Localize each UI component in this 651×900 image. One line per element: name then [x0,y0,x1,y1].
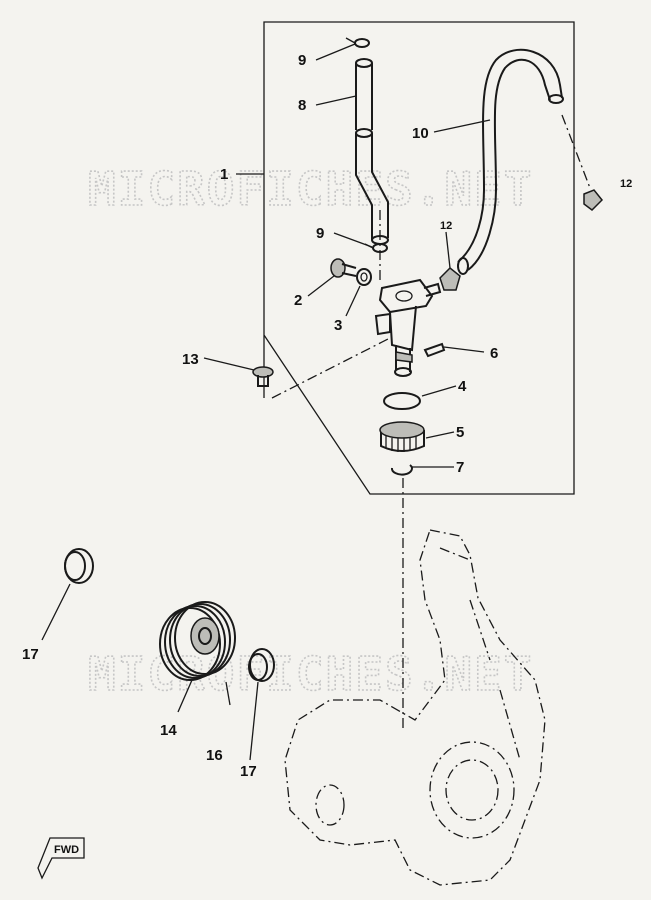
leader-4 [421,385,457,397]
callout-14: 14 [160,722,177,739]
leader-13 [203,357,255,371]
leader-17-left [41,583,71,641]
leader-9-bottom [333,232,373,248]
assembly-line-bolt13 [271,337,391,399]
drive-gear-14 [159,601,236,681]
crankcase-cover [284,529,546,886]
callout-12-center: 12 [440,220,452,232]
leader-2 [307,275,335,297]
leader-6 [443,346,485,353]
callout-17-left: 17 [22,646,39,663]
clip-9-top [345,37,370,48]
callout-9-bottom: 9 [316,225,324,242]
cap-12-right [583,189,604,211]
circlip-7 [390,464,413,476]
callout-5: 5 [456,424,464,441]
bolt-2 [330,258,357,278]
callout-17-right: 17 [240,763,257,780]
hose-10 [457,48,564,275]
leader-8 [315,95,357,106]
callout-7: 7 [456,459,464,476]
leader-12-center [445,231,451,269]
callout-16: 16 [206,747,223,764]
gear-5 [379,421,425,452]
callout-1: 1 [220,166,228,183]
callout-9-top: 9 [298,52,306,69]
callout-8: 8 [298,97,306,114]
leader-10 [433,119,491,133]
hose-8 [355,58,389,245]
callout-6: 6 [490,345,498,362]
pin-16 [225,681,231,706]
leader-3 [345,285,361,317]
callout-13: 13 [182,351,199,368]
oil-seal-17-left [64,548,94,584]
callout-12-right: 12 [620,178,632,190]
callout-10: 10 [412,125,429,142]
leader-9-top [315,43,356,61]
washer-3 [356,268,372,286]
callout-4: 4 [458,378,467,395]
leader-5 [425,431,455,439]
callout-2: 2 [294,292,302,309]
callout-3: 3 [334,317,342,334]
fwd-marker: FWD [37,837,85,880]
o-ring-4 [383,392,421,410]
watermark-top: MICROFICHES.NET [88,162,533,216]
assembly-group-outline [263,21,575,495]
leader-14 [177,679,193,713]
cap-12-center [439,266,461,291]
bolt-13 [252,366,274,387]
oil-pump-body [374,278,442,377]
leader-17-right [249,681,259,761]
watermark-bottom: MICROFICHES.NET [88,647,533,701]
assembly-line-cap12 [561,114,591,189]
fwd-label: FWD [54,844,79,856]
oil-seal-17-right [248,648,275,682]
pin-6 [423,342,446,358]
